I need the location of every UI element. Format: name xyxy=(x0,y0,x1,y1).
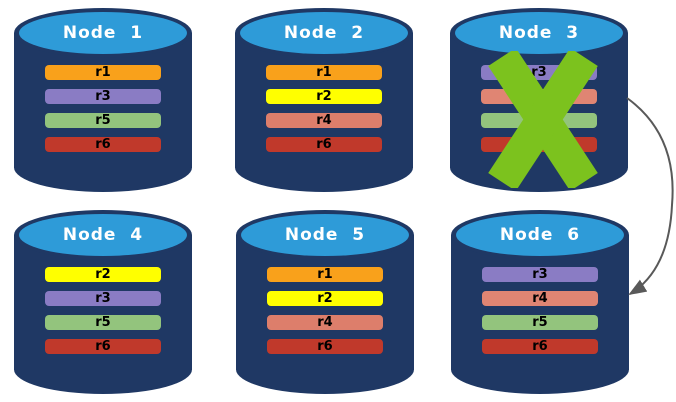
node-1: Node 1 r1 r3 r5 r6 xyxy=(14,8,192,192)
replica-bar: r6 xyxy=(267,339,383,354)
replica-bar: r5 xyxy=(45,315,161,330)
cylinder-top: Node 6 xyxy=(451,210,629,260)
replica-label: r5 xyxy=(95,315,111,330)
node-title: Node 3 xyxy=(498,23,580,43)
replica-bar: r1 xyxy=(267,267,383,282)
replica-bar: r1 xyxy=(266,65,382,80)
replica-list: r2 r3 r5 r6 xyxy=(45,267,161,354)
replica-bar: r2 xyxy=(266,89,382,104)
x-stroke xyxy=(488,51,598,188)
replica-label: r3 xyxy=(95,291,111,306)
replica-label: r2 xyxy=(317,291,333,306)
replica-bar: r4 xyxy=(267,315,383,330)
replica-bar: r1 xyxy=(45,65,161,80)
node-2: Node 2 r1 r2 r4 r6 xyxy=(235,8,413,192)
replica-label: r6 xyxy=(95,339,111,354)
replica-label: r3 xyxy=(531,65,547,80)
replica-label: r4 xyxy=(316,113,332,128)
replica-label: r1 xyxy=(95,65,111,80)
replica-label: r2 xyxy=(95,267,111,282)
replica-label: r6 xyxy=(316,137,332,152)
replica-label: r6 xyxy=(95,137,111,152)
node-title: Node 6 xyxy=(499,225,581,245)
node-4: Node 4 r2 r3 r5 r6 xyxy=(14,210,192,394)
node-title: Node 4 xyxy=(62,225,144,245)
cylinder-top: Node 1 xyxy=(14,8,192,58)
replica-label: r6 xyxy=(532,339,548,354)
replica-label: r4 xyxy=(532,291,548,306)
replica-label: r1 xyxy=(316,65,332,80)
replica-bar: r6 xyxy=(266,137,382,152)
replica-bar: r2 xyxy=(267,291,383,306)
replica-bar: r6 xyxy=(45,137,161,152)
replica-label: r5 xyxy=(532,315,548,330)
replica-bar: r5 xyxy=(482,315,598,330)
replica-bar: r6 xyxy=(482,339,598,354)
cylinder-top-face: Node 1 xyxy=(19,12,187,54)
replica-bar: r5 xyxy=(45,113,161,128)
replica-label: r4 xyxy=(317,315,333,330)
replica-bar: r3 xyxy=(45,291,161,306)
node-title: Node 5 xyxy=(284,225,366,245)
transfer-arrow-icon xyxy=(626,97,674,296)
replica-label: r5 xyxy=(95,113,111,128)
replica-label: r1 xyxy=(317,267,333,282)
replica-bar: r2 xyxy=(45,267,161,282)
replica-bar: r6 xyxy=(45,339,161,354)
cylinder-top: Node 5 xyxy=(236,210,414,260)
node-title: Node 2 xyxy=(283,23,365,43)
replica-list: r1 r2 r4 r6 xyxy=(266,65,382,152)
replica-label: r2 xyxy=(316,89,332,104)
replica-label: r3 xyxy=(532,267,548,282)
replica-bar: r3 xyxy=(482,267,598,282)
node-5: Node 5 r1 r2 r4 r6 xyxy=(236,210,414,394)
failure-x-icon xyxy=(488,51,598,188)
cylinder-top-face: Node 2 xyxy=(240,12,408,54)
replica-label: r6 xyxy=(317,339,333,354)
replica-bar: r4 xyxy=(482,291,598,306)
cylinder-top-face: Node 3 xyxy=(455,12,623,54)
cylinder-top: Node 2 xyxy=(235,8,413,58)
replica-list: r1 r3 r5 r6 xyxy=(45,65,161,152)
replica-bar: r3 xyxy=(45,89,161,104)
replica-list: r3 r4 r5 r6 xyxy=(482,267,598,354)
node-6: Node 6 r3 r4 r5 r6 xyxy=(451,210,629,394)
cylinder-top-face: Node 4 xyxy=(19,214,187,256)
cylinder-top: Node 3 xyxy=(450,8,628,58)
arrow-path xyxy=(626,97,674,296)
replica-list: r1 r2 r4 r6 xyxy=(267,267,383,354)
cylinder-top-face: Node 5 xyxy=(241,214,409,256)
node-title: Node 1 xyxy=(62,23,144,43)
cylinder-top: Node 4 xyxy=(14,210,192,260)
replica-bar: r4 xyxy=(266,113,382,128)
replica-label: r3 xyxy=(95,89,111,104)
cylinder-top-face: Node 6 xyxy=(456,214,624,256)
